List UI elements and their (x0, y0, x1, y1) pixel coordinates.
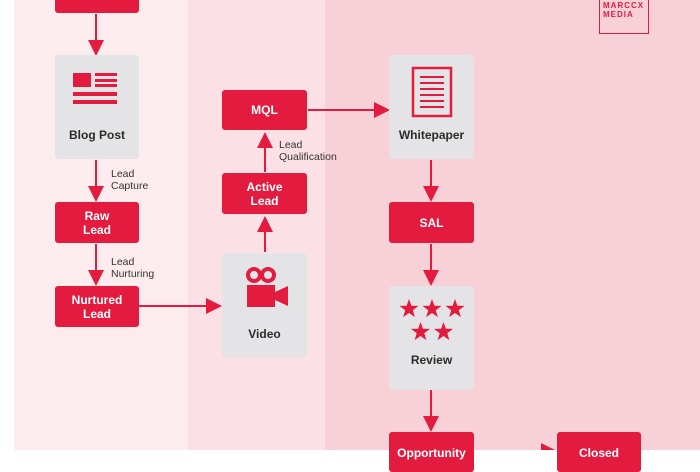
stage-box-active-lead: Active Lead (222, 173, 307, 214)
card-label-whitepaper: Whitepaper (398, 128, 465, 142)
brand-logo: MARCCX MEDIA (599, 0, 649, 34)
stage-box-sal: SAL (389, 202, 474, 243)
stage-box-nurtured-lead: Nurtured Lead (55, 286, 139, 327)
video-camera-icon (246, 267, 288, 307)
note-lead-qualification: Lead Qualification (279, 139, 337, 163)
stars-icon (399, 299, 465, 341)
card-label-video: Video (248, 327, 281, 341)
content-card-video: Video (222, 253, 307, 357)
card-label-review: Review (410, 353, 453, 367)
note-lead-capture: Lead Capture (111, 168, 149, 192)
stage-label-closed: Closed (578, 446, 619, 460)
stage-box-closed: Closed (557, 432, 641, 472)
article-icon (73, 73, 117, 104)
stage-band-consideration (188, 0, 325, 450)
document-icon (411, 66, 453, 118)
content-card-whitepaper: Whitepaper (389, 55, 474, 159)
note-lead-nurturing: Lead Nurturing (111, 256, 155, 280)
stage-box-mql: MQL (222, 90, 307, 130)
content-card-review: Review (389, 286, 474, 390)
stage-label-opportunity: Opportunity (397, 446, 466, 460)
card-label-blog-post: Blog Post (69, 128, 125, 142)
stage-box-opportunity: Opportunity (389, 432, 474, 472)
content-card-blog-post: Blog Post (55, 55, 139, 159)
stage-band-decision (325, 0, 700, 450)
flow-arrows (88, 14, 557, 450)
stage-box-top-cropped (55, 0, 139, 13)
stage-box-raw-lead: Raw Lead (55, 202, 139, 243)
